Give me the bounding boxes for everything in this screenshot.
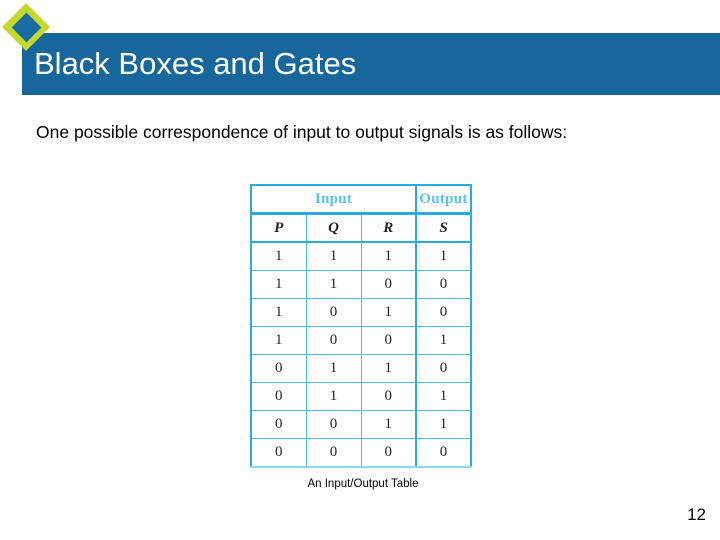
cell-r: 1: [360, 354, 417, 383]
body-paragraph: One possible correspondence of input to …: [36, 122, 568, 142]
cell-p: 0: [250, 382, 307, 411]
io-table-container: Input Output P Q R S 1 1 1 1 1 1 0 0: [250, 184, 472, 468]
table-column-header-r: R: [360, 213, 417, 243]
table-group-header-input: Input: [250, 184, 417, 215]
table-column-header-p: P: [250, 213, 307, 243]
cell-r: 1: [360, 410, 417, 439]
table-column-header-q: Q: [305, 213, 362, 243]
cell-p: 0: [250, 438, 307, 468]
cell-p: 0: [250, 410, 307, 439]
title-band: Black Boxes and Gates: [22, 33, 720, 95]
cell-s: 1: [415, 410, 472, 439]
cell-p: 1: [250, 241, 307, 271]
cell-q: 1: [305, 382, 362, 411]
table-row: 0 1 1 0: [250, 354, 472, 383]
cell-r: 0: [360, 270, 417, 299]
cell-q: 0: [305, 298, 362, 327]
page-title: Black Boxes and Gates: [34, 46, 357, 81]
cell-r: 0: [360, 382, 417, 411]
table-row: 0 0 0 0: [250, 438, 472, 468]
cell-s: 0: [415, 354, 472, 383]
input-output-table: Input Output P Q R S 1 1 1 1 1 1 0 0: [250, 184, 472, 468]
cell-r: 1: [360, 241, 417, 271]
cell-r: 1: [360, 298, 417, 327]
cell-q: 0: [305, 326, 362, 355]
cell-r: 0: [360, 326, 417, 355]
cell-p: 1: [250, 326, 307, 355]
cell-q: 1: [305, 241, 362, 271]
table-row: 0 1 0 1: [250, 382, 472, 411]
cell-q: 1: [305, 270, 362, 299]
table-column-header-row: P Q R S: [250, 213, 472, 243]
table-caption: An Input/Output Table: [0, 478, 720, 490]
cell-s: 1: [415, 326, 472, 355]
cell-s: 0: [415, 438, 472, 468]
cell-s: 0: [415, 270, 472, 299]
cell-s: 1: [415, 241, 472, 271]
cell-s: 0: [415, 298, 472, 327]
cell-q: 0: [305, 410, 362, 439]
cell-s: 1: [415, 382, 472, 411]
cell-p: 0: [250, 354, 307, 383]
page-number: 12: [687, 505, 706, 524]
table-row: 1 1 1 1: [250, 241, 472, 271]
table-row: 1 0 1 0: [250, 298, 472, 327]
table-row: 0 0 1 1: [250, 410, 472, 439]
cell-q: 0: [305, 438, 362, 468]
diamond-decoration-icon: [1, 2, 51, 52]
table-group-header-row: Input Output: [250, 184, 472, 215]
table-row: 1 1 0 0: [250, 270, 472, 299]
table-column-header-s: S: [415, 213, 472, 243]
table-caption-text: An Input/Output Table: [307, 478, 419, 490]
cell-p: 1: [250, 298, 307, 327]
cell-r: 0: [360, 438, 417, 468]
table-group-header-output: Output: [415, 184, 472, 215]
table-row: 1 0 0 1: [250, 326, 472, 355]
cell-p: 1: [250, 270, 307, 299]
cell-q: 1: [305, 354, 362, 383]
